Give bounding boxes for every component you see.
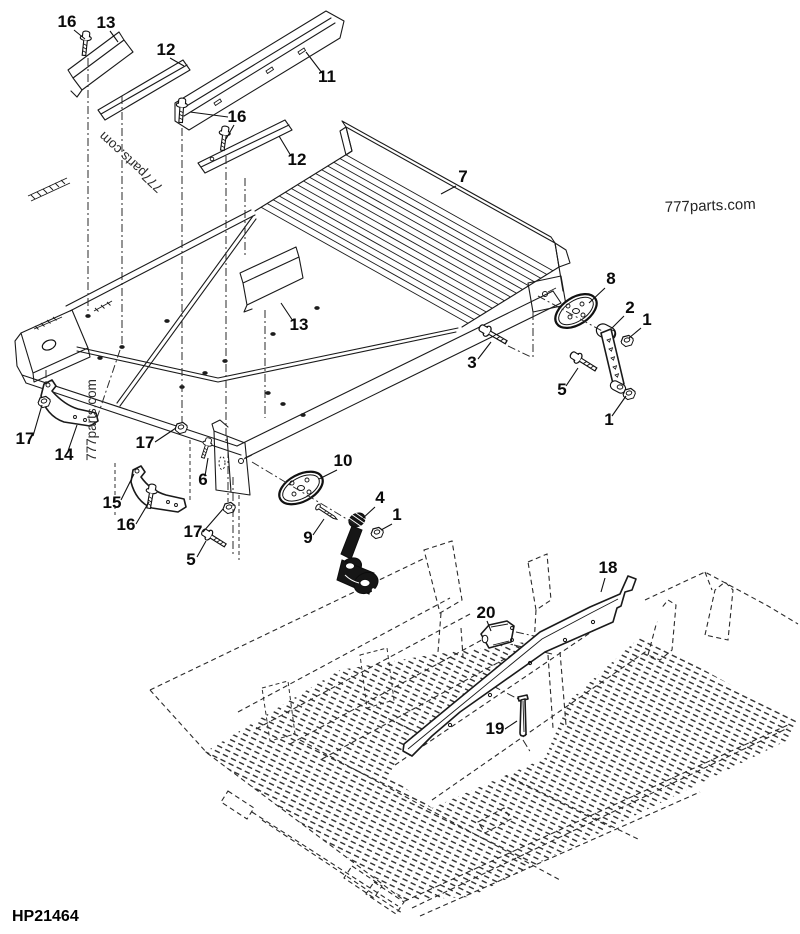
callout-1-9: 1	[642, 310, 651, 329]
nut-1-crank	[369, 525, 385, 540]
deck-rib-lines	[260, 154, 554, 324]
rib-line	[285, 191, 493, 309]
rib-line	[279, 195, 487, 313]
center-crank-assembly	[278, 470, 385, 595]
rib-line	[321, 169, 529, 287]
callout-1-12: 1	[604, 410, 613, 429]
callout-10-22: 10	[334, 451, 353, 470]
deck-bolt-holes	[85, 306, 320, 417]
bolt-5-left	[198, 525, 229, 551]
bracket-part-15	[130, 465, 187, 513]
callout-19-28: 19	[486, 719, 505, 738]
rib-line	[339, 158, 548, 275]
bracket-part-20	[480, 620, 515, 649]
callout-14-15: 14	[55, 445, 74, 464]
callout-4-24: 4	[375, 488, 385, 507]
strip-part-11	[174, 10, 345, 131]
pin-part-9	[314, 502, 340, 523]
phantom-deck-cutouts	[261, 647, 395, 742]
torn-flange-hatching	[27, 177, 113, 330]
callout-15-17: 15	[103, 493, 122, 512]
shield-holes	[447, 619, 596, 728]
side-shield-part-18	[402, 575, 637, 757]
rib-line	[327, 165, 535, 283]
main-deck-part-7	[14, 120, 571, 496]
nut-17-mid	[173, 420, 189, 435]
callout-16-18: 16	[117, 515, 136, 534]
callout-13-13: 13	[290, 315, 309, 334]
cam-disc-part-8	[554, 293, 598, 329]
callout-12-5: 12	[288, 150, 307, 169]
doc-code: HP21464	[12, 908, 79, 925]
bolt-6	[197, 436, 215, 460]
rib-line	[291, 188, 499, 305]
pin-part-19	[517, 694, 529, 737]
front-mounting-plate	[211, 419, 253, 496]
watermark-diagonal: 777parts.com	[96, 129, 166, 196]
crank-part-4	[336, 510, 379, 595]
rib-line	[297, 184, 505, 302]
rib-line	[309, 176, 517, 294]
callout-8-7: 8	[606, 269, 615, 288]
callout-5-11: 5	[557, 380, 566, 399]
callout-17-14: 17	[16, 429, 35, 448]
watermark-top-right: 777parts.com	[665, 196, 756, 216]
exploded-top-strips	[67, 10, 345, 174]
callout-16-4: 16	[228, 107, 247, 126]
callout-13-1: 13	[97, 13, 116, 32]
right-link-assembly	[476, 293, 637, 401]
assembly-axis-lines	[45, 58, 605, 556]
callout-leader-lines	[32, 29, 642, 730]
rib-line	[272, 199, 481, 317]
rib-line	[266, 203, 475, 320]
nut-1-top	[619, 333, 635, 348]
rib-line	[315, 173, 523, 290]
callout-20-27: 20	[477, 603, 496, 622]
callout-12-2: 12	[157, 40, 176, 59]
callout-2-8: 2	[625, 298, 634, 317]
left-brackets-hardware	[36, 379, 237, 551]
callout-6-19: 6	[198, 470, 207, 489]
bolt-5-right	[567, 348, 600, 375]
cam-disc-part-10	[278, 470, 324, 506]
callout-17-20: 17	[184, 522, 203, 541]
rib-line	[303, 180, 511, 298]
callout-11-3: 11	[318, 67, 336, 86]
construction-dashed-lines	[114, 440, 240, 560]
bolt-3	[476, 321, 510, 348]
callout-5-21: 5	[186, 550, 195, 569]
callout-9-23: 9	[303, 528, 312, 547]
callout-3-10: 3	[467, 353, 476, 372]
rib-line	[333, 161, 542, 279]
link-arm	[600, 328, 627, 394]
shield-fold-line	[407, 598, 619, 750]
rib-line	[260, 206, 469, 324]
callout-16-0: 16	[58, 12, 77, 31]
callout-7-6: 7	[458, 167, 467, 186]
strip-part-13-top	[67, 31, 134, 98]
strip-part-13-on-deck	[239, 246, 304, 313]
nut-17-lower	[221, 500, 237, 515]
watermark-vertical: 777parts.com	[84, 379, 99, 461]
callout-1-25: 1	[392, 505, 401, 524]
phantom-lower-deck	[149, 540, 799, 917]
phantom-deck-outline	[149, 540, 799, 917]
strip-part-12-right	[197, 119, 293, 174]
rib-line	[345, 154, 554, 272]
bolt-16-top-left	[77, 30, 93, 57]
callout-18-26: 18	[599, 558, 618, 577]
callout-17-16: 17	[136, 433, 155, 452]
strip-part-12-left	[97, 59, 191, 121]
